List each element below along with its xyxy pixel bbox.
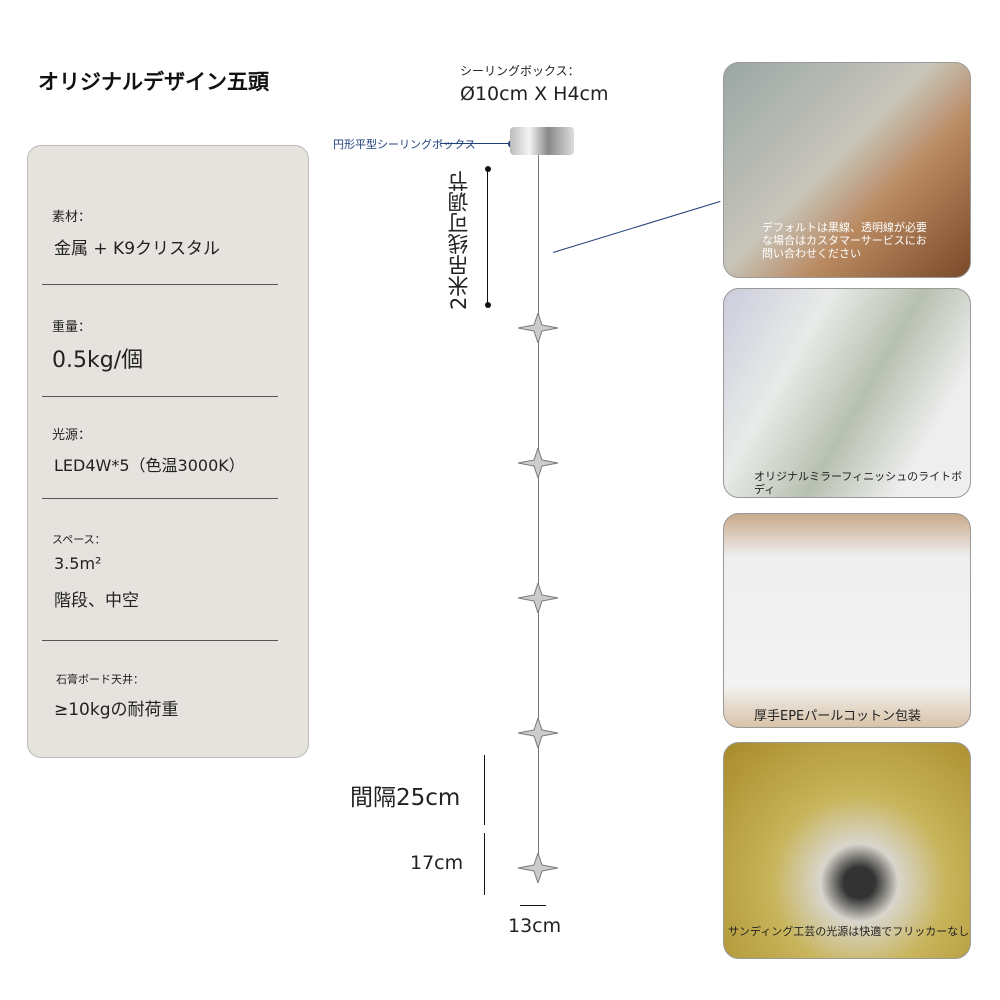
dim-dot — [485, 166, 491, 172]
suspension-wire — [538, 155, 539, 875]
crystal-pendant — [518, 313, 558, 343]
height-label: 17cm — [410, 852, 464, 874]
space-label: スペース： — [52, 533, 106, 546]
material-label: 素材： — [52, 210, 92, 225]
weight-label: 重量： — [52, 320, 92, 335]
light-value: LED4W*5（色温3000K） — [54, 456, 245, 475]
space-use: 階段、中空 — [54, 591, 139, 611]
dim-line — [520, 905, 546, 906]
dim-line — [484, 755, 485, 825]
divider — [42, 498, 278, 499]
crystal-pendant — [518, 853, 558, 883]
photo-mirror-body: オリジナルミラーフィニッシュのライトボディ — [723, 288, 971, 498]
canopy-size: Ø10cm X H4cm — [460, 83, 609, 105]
ceiling-canopy — [510, 127, 574, 155]
light-label: 光源： — [52, 428, 92, 443]
product-title: オリジナルデザイン五頭 — [38, 70, 269, 94]
dim-line — [484, 833, 485, 895]
photo-caption: オリジナルミラーフィニッシュのライトボディ — [754, 470, 963, 496]
divider — [42, 396, 278, 397]
canopy-type-label: 円形平型シーリングボックス — [333, 138, 476, 151]
crystal-pendant — [518, 718, 558, 748]
crystal-pendant — [518, 448, 558, 478]
wire-length-label: 2米吊线可调节 — [447, 170, 471, 310]
photo-caption: サンディング工芸の光源は快適でフリッカーなし — [728, 925, 970, 938]
material-value: 金属 + K9クリスタル — [54, 239, 221, 259]
photo-caption: デフォルトは黒線、透明線が必要な場合はカスタマーサービスにお問い合わせください — [762, 221, 927, 260]
photo-cables: デフォルトは黒線、透明線が必要な場合はカスタマーサービスにお問い合わせください — [723, 62, 971, 278]
width-label: 13cm — [508, 915, 562, 937]
leader-line — [440, 143, 510, 144]
photo-packaging: 厚手EPEパールコットン包装 — [723, 513, 971, 728]
dim-dot — [485, 302, 491, 308]
crystal-pendant — [518, 583, 558, 613]
space-area: 3.5m² — [54, 554, 102, 573]
divider — [42, 640, 278, 641]
leader-line — [552, 200, 721, 253]
ceiling-label: 石膏ボード天井： — [56, 673, 144, 686]
divider — [42, 284, 278, 285]
photo-light-source: サンディング工芸の光源は快適でフリッカーなし — [723, 742, 971, 959]
photo-caption: 厚手EPEパールコットン包装 — [754, 709, 922, 724]
spec-panel: 素材： 金属 + K9クリスタル 重量： 0.5kg/個 光源： LED4W*5… — [27, 145, 309, 758]
spacing-label: 間隔25cm — [350, 785, 461, 811]
weight-value: 0.5kg/個 — [52, 348, 144, 373]
canopy-label: シーリングボックス： — [460, 64, 580, 78]
dim-line — [487, 170, 488, 305]
ceiling-value: ≥10kgの耐荷重 — [54, 700, 179, 720]
